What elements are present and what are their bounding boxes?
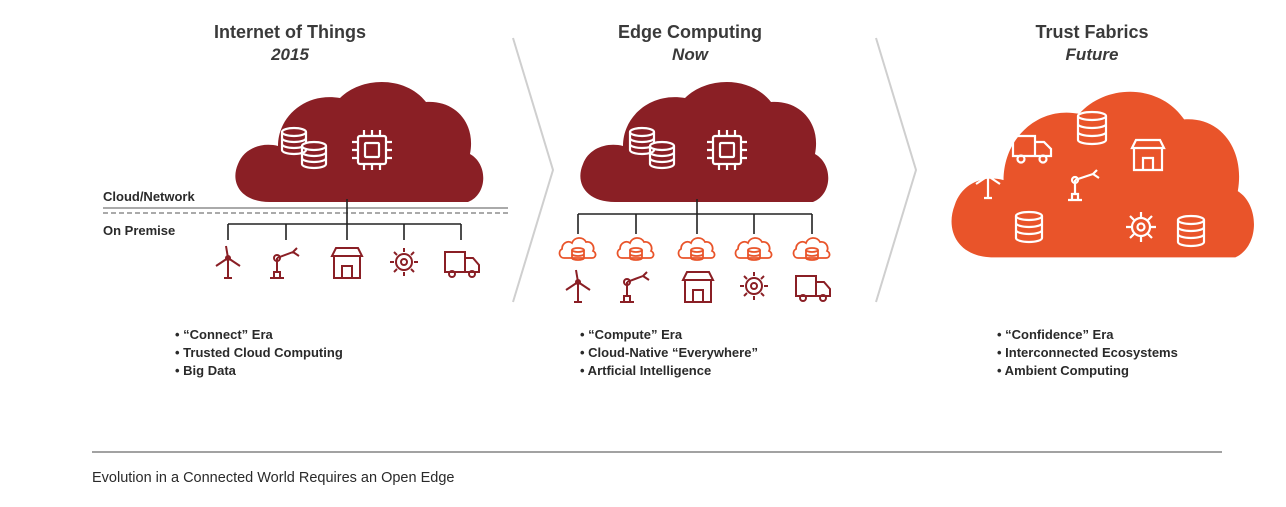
panel-subtitle: Now — [672, 45, 710, 64]
chip-icon — [352, 130, 392, 170]
panel-trust-fabrics: Trust Fabrics Future — [951, 22, 1254, 378]
chip-icon — [707, 130, 747, 170]
chevron-separator — [875, 37, 918, 303]
database-icon — [280, 126, 328, 170]
edge-cloud-icon — [792, 237, 831, 261]
panel-title: Edge Computing — [618, 22, 762, 42]
bullet-list: • “Connect” Era • Trusted Cloud Computin… — [175, 327, 343, 378]
robot-arm-icon — [270, 247, 300, 279]
bullet-item: • Ambient Computing — [997, 363, 1129, 378]
bullet-item: • “Connect” Era — [175, 327, 274, 342]
panel-edge-computing: Edge Computing Now — [558, 22, 831, 378]
truck-icon — [444, 251, 480, 278]
edge-cloud-icon — [558, 237, 597, 261]
ambient-cloud — [951, 91, 1254, 258]
bullet-item: • “Confidence” Era — [997, 327, 1114, 342]
bullet-item: • Artficial Intelligence — [580, 363, 711, 378]
robot-arm-icon — [620, 271, 650, 303]
panel-subtitle: 2015 — [270, 45, 309, 64]
gear-network-icon — [740, 272, 768, 300]
panel-title: Trust Fabrics — [1035, 22, 1148, 42]
database-icon — [1076, 110, 1108, 146]
gear-network-icon — [1126, 212, 1156, 242]
edge-cloud-icon — [734, 237, 773, 261]
panel-internet-of-things: Internet of Things 2015 Cloud/Network On… — [103, 22, 508, 378]
robot-arm-icon — [1068, 169, 1100, 202]
panel-subtitle: Future — [1066, 45, 1119, 64]
footer-caption: Evolution in a Connected World Requires … — [92, 470, 454, 486]
edge-cloud-icon — [677, 237, 716, 261]
wind-turbine-icon — [565, 269, 591, 303]
bullet-list: • “Compute” Era • Cloud-Native “Everywhe… — [580, 327, 758, 378]
cloud-network-label: Cloud/Network — [103, 189, 195, 204]
bullet-item: • Cloud-Native “Everywhere” — [580, 345, 758, 360]
bullet-list: • “Confidence” Era • Interconnected Ecos… — [997, 327, 1178, 378]
truck-icon — [795, 275, 831, 302]
on-premise-label: On Premise — [103, 223, 175, 238]
device-connectors — [227, 199, 462, 240]
wind-turbine-icon — [215, 245, 241, 279]
bullet-item: • Interconnected Ecosystems — [997, 345, 1178, 360]
database-icon — [1014, 210, 1044, 244]
central-cloud — [580, 81, 829, 202]
panel-title: Internet of Things — [214, 22, 366, 42]
database-icon — [628, 126, 676, 170]
bullet-item: • Big Data — [175, 363, 237, 378]
central-cloud — [235, 81, 484, 202]
store-icon — [1130, 138, 1166, 172]
edge-cloud-icon — [616, 237, 655, 261]
wind-turbine-icon — [975, 163, 1001, 200]
store-icon — [330, 247, 364, 279]
database-icon — [1176, 214, 1206, 248]
bullet-item: • “Compute” Era — [580, 327, 683, 342]
chevron-separator — [512, 37, 555, 303]
store-icon — [681, 271, 715, 303]
truck-icon — [1011, 134, 1053, 164]
edge-connectors — [577, 199, 813, 234]
gear-network-icon — [390, 248, 418, 276]
bullet-item: • Trusted Cloud Computing — [175, 345, 343, 360]
